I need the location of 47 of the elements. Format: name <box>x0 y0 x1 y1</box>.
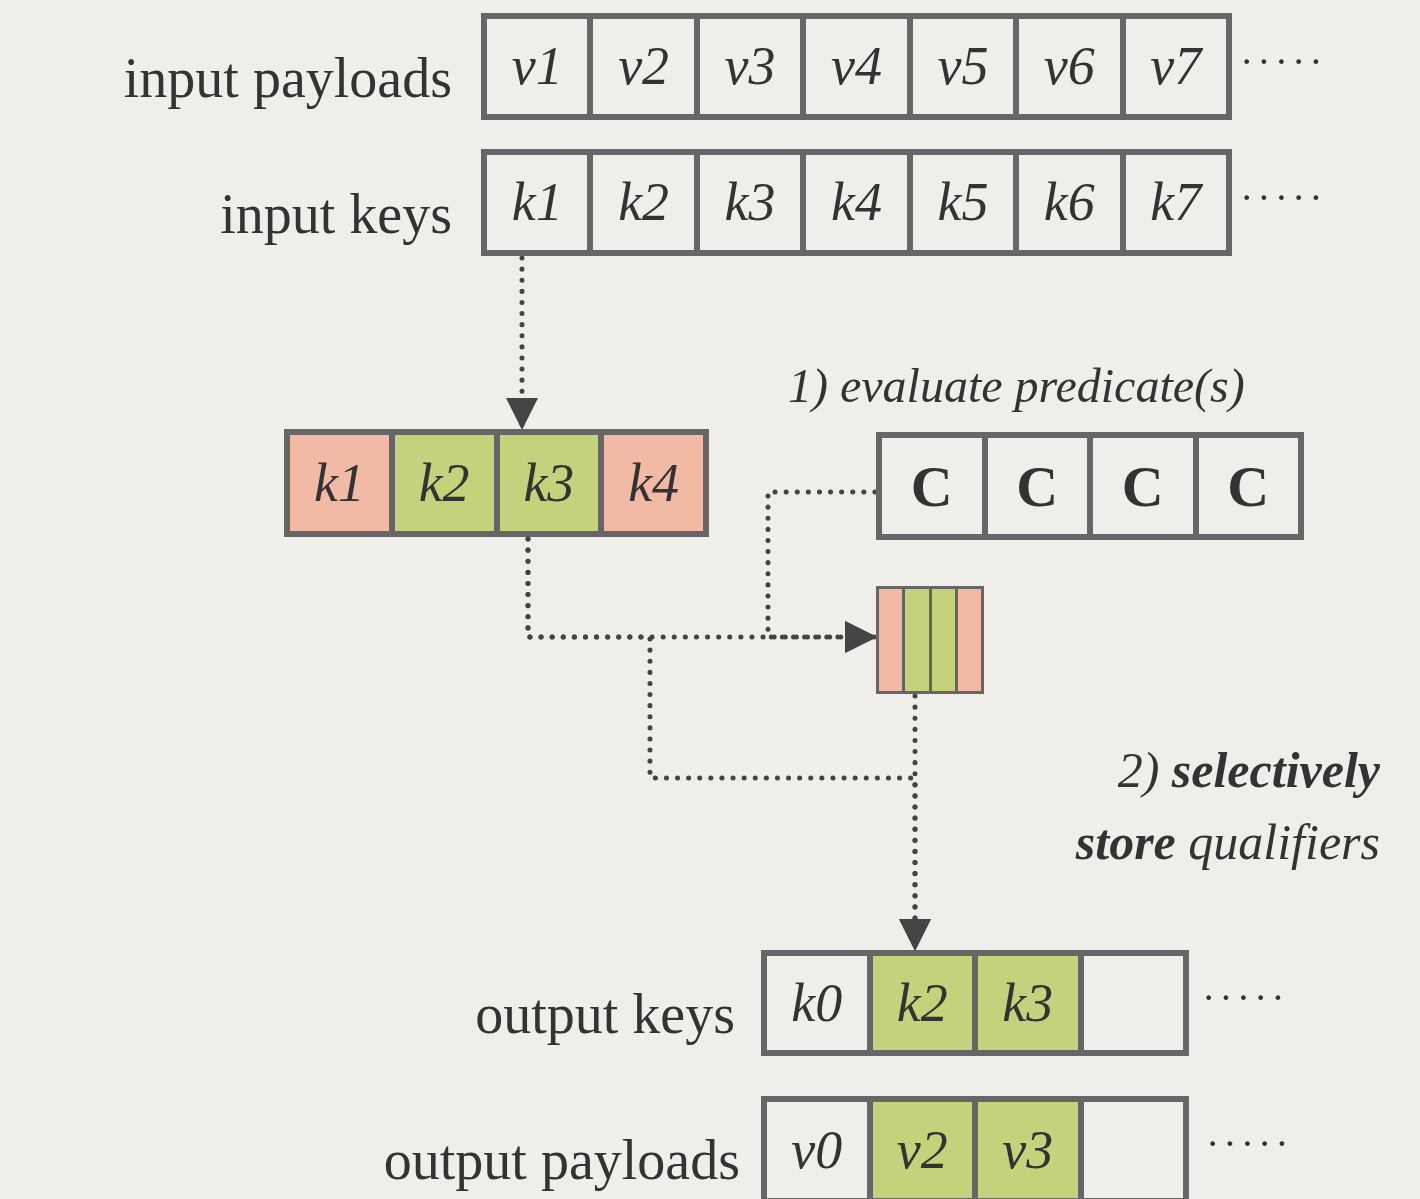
array-cell: k3 <box>975 953 1081 1053</box>
array-cell: v1 <box>484 16 591 117</box>
array-cell: k4 <box>803 152 910 253</box>
array-strip <box>481 13 1232 120</box>
array-cell: k7 <box>1122 152 1229 253</box>
row-label: output payloads <box>383 1128 740 1193</box>
condition-cell: C <box>1195 435 1301 537</box>
array-cell: k2 <box>590 152 697 253</box>
row-label: input keys <box>220 182 452 247</box>
array-cell: k2 <box>869 953 975 1053</box>
array-cell: k6 <box>1016 152 1123 253</box>
array-cell: v7 <box>1122 16 1229 117</box>
dotted-arrow <box>506 255 538 431</box>
array-cell: k1 <box>287 432 392 534</box>
array-strip <box>761 1096 1189 1199</box>
condition-cell: C <box>1090 435 1196 537</box>
array-cell: v6 <box>1016 16 1123 117</box>
array-strip <box>284 429 709 537</box>
array-cell: k5 <box>909 152 1017 253</box>
array-cell: v3 <box>975 1099 1081 1199</box>
array-cell: v4 <box>803 16 910 117</box>
array-cell: v2 <box>590 16 697 117</box>
condition-cell: C <box>984 435 1090 537</box>
array-cell: k1 <box>484 152 591 253</box>
array-cell: k3 <box>496 432 602 534</box>
condition-cell: C <box>879 435 985 537</box>
array-cell: k3 <box>696 152 804 253</box>
step-label: 2) selectively store qualifiers <box>1074 741 1380 872</box>
row-label: output keys <box>475 982 735 1047</box>
continuation-dots: ····· <box>1240 174 1327 222</box>
bitmap-box <box>876 586 984 694</box>
array-cell: k0 <box>764 953 870 1053</box>
row-label: input payloads <box>123 46 452 111</box>
dotted-arrow <box>765 489 878 653</box>
array-cell: v5 <box>909 16 1017 117</box>
array-strip <box>876 432 1304 540</box>
array-cell: v2 <box>869 1099 975 1199</box>
array-cell: k2 <box>391 432 497 534</box>
array-strip <box>761 950 1189 1056</box>
array-cell: k4 <box>601 432 706 534</box>
dotted-arrow <box>899 693 931 952</box>
array-strip <box>481 149 1232 256</box>
continuation-dots: ····· <box>1202 974 1289 1022</box>
array-cell: v3 <box>696 16 804 117</box>
step-label: 1) evaluate predicate(s) <box>788 358 1245 415</box>
continuation-dots: ····· <box>1240 38 1327 86</box>
continuation-dots: ····· <box>1206 1120 1293 1168</box>
